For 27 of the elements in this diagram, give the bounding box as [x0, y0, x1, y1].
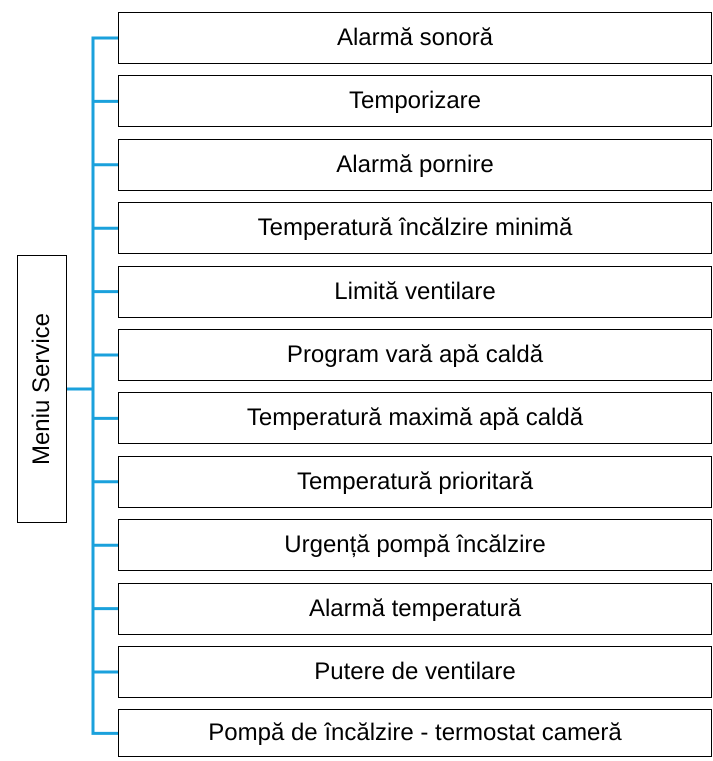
option-box: [118, 12, 712, 64]
option-label: Temperatură prioritară: [296, 468, 534, 496]
option-label: Limită ventilare: [334, 278, 496, 306]
option-label: Temperatură maximă apă caldă: [246, 404, 584, 432]
option-label: Program vară apă caldă: [286, 341, 544, 369]
option-label: Alarmă sonoră: [336, 24, 494, 52]
option-box: [118, 138, 712, 191]
option-label: Temperatură încălzire minimă: [258, 214, 572, 242]
option-box: [118, 392, 712, 444]
option-label: Urgență pompă încălzire: [284, 531, 546, 560]
option-label: Pompă de încălzire - termostat cameră: [208, 719, 622, 748]
option-box: [118, 266, 712, 318]
option-box: [118, 646, 712, 698]
menu-title: Meniu Service: [28, 312, 56, 466]
option-box: [118, 456, 712, 508]
option-box: [118, 582, 712, 635]
option-box: [118, 75, 712, 128]
option-box: [118, 202, 712, 254]
option-label: Alarmă pornire: [336, 150, 494, 179]
connector-line: [67, 388, 118, 735]
option-box: [118, 329, 712, 381]
menu-box: [17, 255, 67, 523]
option-label: Alarmă temperatură: [308, 594, 522, 623]
option-label: Putere de ventilare: [314, 658, 516, 686]
option-label: Temporizare: [348, 87, 482, 116]
option-box: [118, 519, 712, 572]
option-box: [118, 709, 712, 758]
